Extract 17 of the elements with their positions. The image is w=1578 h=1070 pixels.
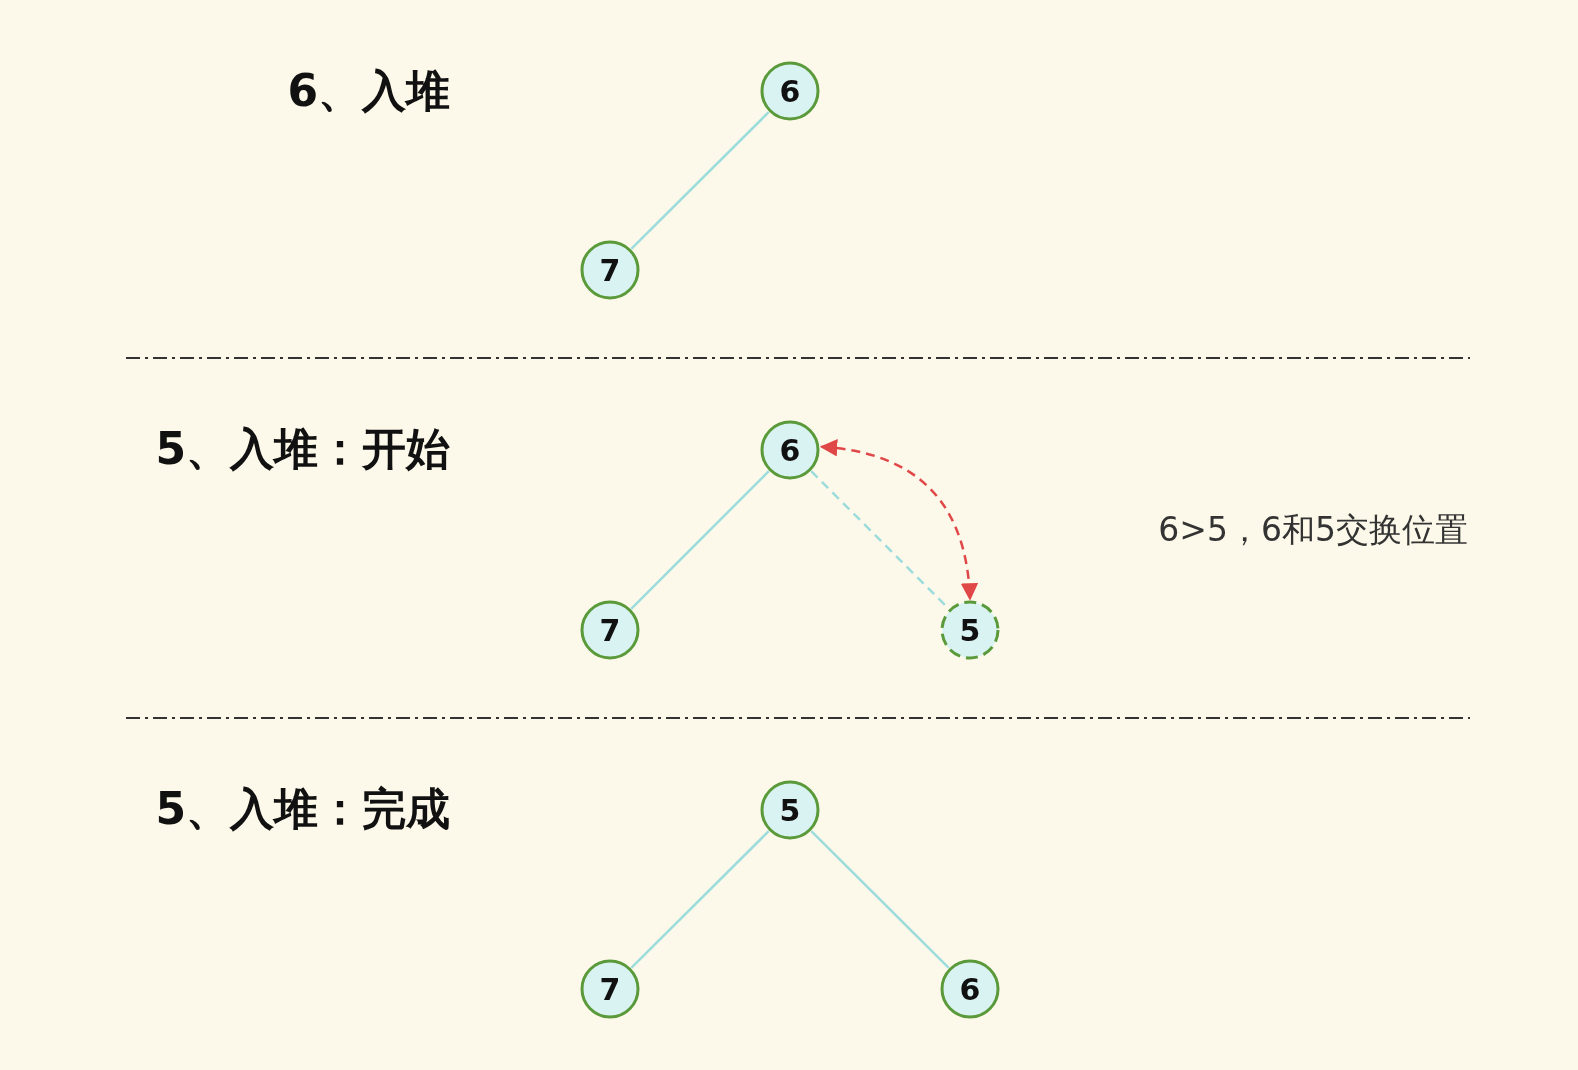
tree-edge (630, 470, 770, 610)
tree-node: 5 (760, 780, 820, 840)
swap-arrow (819, 439, 978, 601)
step-heading: 6、入堆 (287, 64, 450, 118)
tree-node: 5 (940, 600, 1000, 660)
tree-node: 6 (940, 959, 1000, 1019)
tree-node: 6 (760, 61, 820, 121)
tree-node: 7 (580, 600, 640, 660)
tree-edge (810, 830, 950, 969)
tree-edge (630, 111, 770, 250)
step-heading: 5、入堆：开始 (155, 422, 450, 476)
tree-node: 7 (580, 959, 640, 1019)
tree-node: 6 (760, 420, 820, 480)
step-heading: 5、入堆：完成 (155, 782, 450, 836)
note-text: 6>5，6和5交换位置 (1158, 509, 1468, 551)
tree-node: 7 (580, 240, 640, 300)
tree-edge (630, 830, 770, 969)
